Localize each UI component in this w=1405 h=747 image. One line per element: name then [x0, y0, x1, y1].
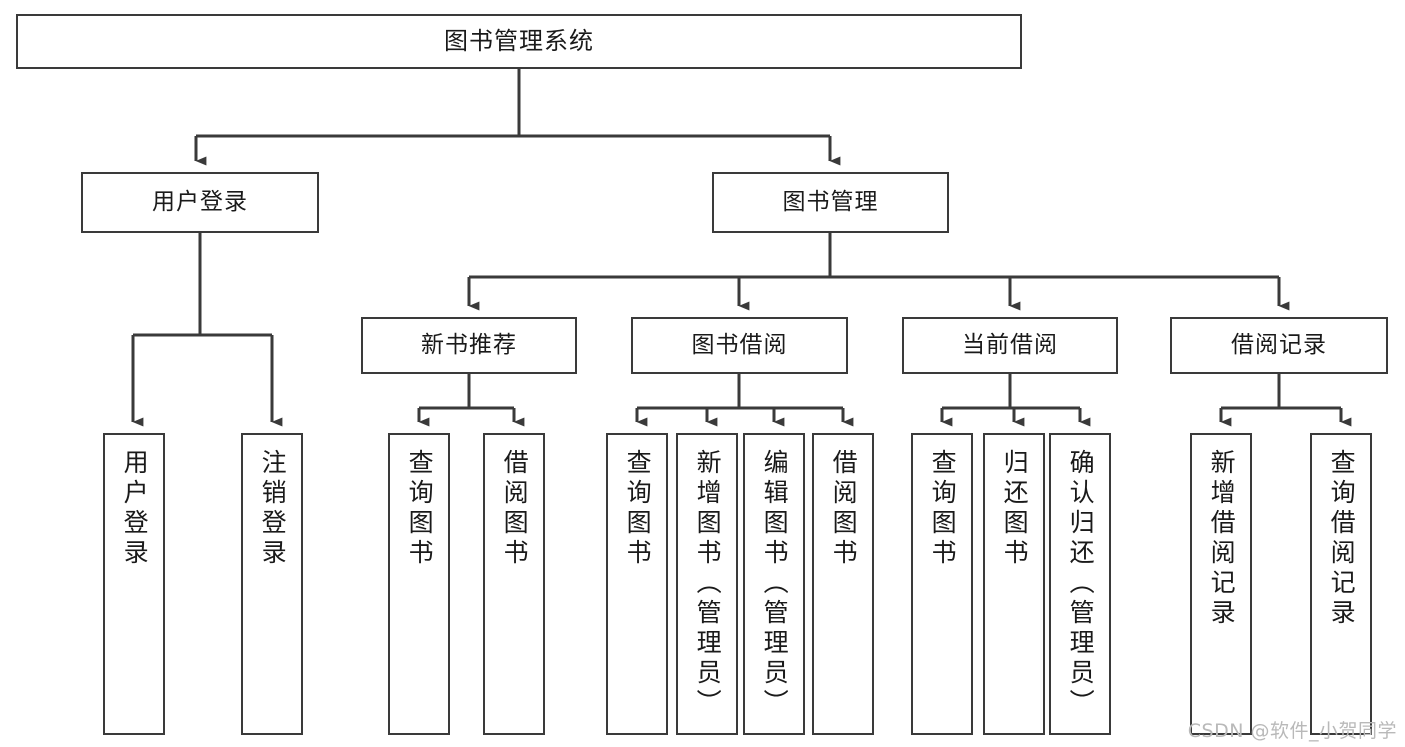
node-user-login[interactable]: 用户登录: [81, 172, 319, 233]
leaf-node-label: 编辑图书（管理员）: [760, 449, 790, 719]
leaf-node-label: 查询借阅记录: [1327, 449, 1357, 629]
leaf-node-label: 归还图书: [1000, 449, 1030, 569]
leaf-node-label: 用户登录: [120, 449, 150, 569]
leaf-node-label: 查询图书: [623, 449, 653, 569]
leaf-node[interactable]: 查询图书: [911, 433, 973, 735]
node-current-borrow-label: 当前借阅: [962, 331, 1058, 358]
leaf-node[interactable]: 查询图书: [606, 433, 668, 735]
leaf-node-label: 注销登录: [258, 449, 288, 569]
leaf-node[interactable]: 查询图书: [388, 433, 450, 735]
leaf-node[interactable]: 编辑图书（管理员）: [743, 433, 805, 735]
leaf-node-label: 借阅图书: [829, 449, 859, 569]
node-borrow-records-label: 借阅记录: [1231, 331, 1327, 358]
node-user-login-label: 用户登录: [152, 188, 248, 215]
node-book-management[interactable]: 图书管理: [712, 172, 949, 233]
node-current-borrow[interactable]: 当前借阅: [902, 317, 1118, 374]
leaf-node-label: 新增图书（管理员）: [693, 449, 723, 719]
node-root[interactable]: 图书管理系统: [16, 14, 1022, 69]
leaf-node[interactable]: 确认归还（管理员）: [1049, 433, 1111, 735]
watermark: CSDN @软件_小贺同学: [1187, 720, 1397, 742]
leaf-node-label: 查询图书: [928, 449, 958, 569]
leaf-node-label: 借阅图书: [500, 449, 530, 569]
leaf-node[interactable]: 查询借阅记录: [1310, 433, 1372, 735]
leaf-node[interactable]: 借阅图书: [483, 433, 545, 735]
leaf-node-label: 查询图书: [405, 449, 435, 569]
leaf-node[interactable]: 新增图书（管理员）: [676, 433, 738, 735]
node-book-borrow-label: 图书借阅: [691, 331, 788, 358]
leaf-node[interactable]: 新增借阅记录: [1190, 433, 1252, 735]
node-book-borrow[interactable]: 图书借阅: [631, 317, 848, 374]
leaf-node-label: 确认归还（管理员）: [1066, 449, 1096, 719]
node-new-book-recommend-label: 新书推荐: [421, 331, 517, 358]
node-book-management-label: 图书管理: [782, 188, 879, 215]
leaf-node[interactable]: 借阅图书: [812, 433, 874, 735]
node-new-book-recommend[interactable]: 新书推荐: [361, 317, 577, 374]
leaf-node-label: 新增借阅记录: [1207, 449, 1237, 629]
node-borrow-records[interactable]: 借阅记录: [1170, 317, 1388, 374]
node-root-label: 图书管理系统: [444, 27, 594, 56]
leaf-node[interactable]: 注销登录: [241, 433, 303, 735]
leaf-node[interactable]: 归还图书: [983, 433, 1045, 735]
leaf-node[interactable]: 用户登录: [103, 433, 165, 735]
